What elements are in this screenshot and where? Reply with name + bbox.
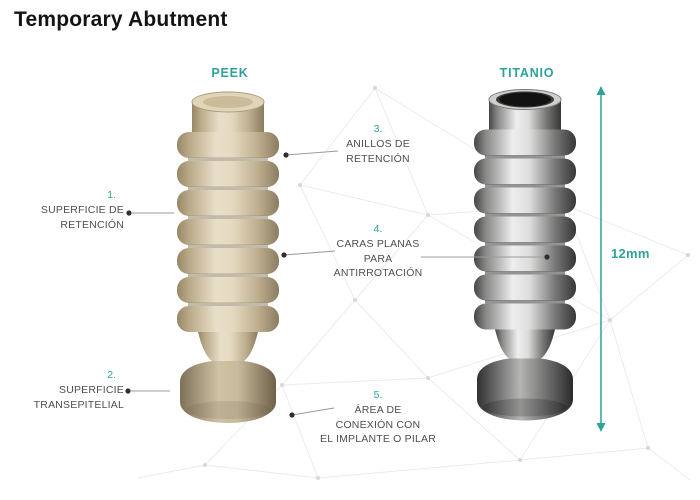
annotation-3-number: 3. bbox=[373, 123, 383, 135]
annotation-superficie-de-retencion: 1. SUPERFICIE DE RETENCIÓN bbox=[28, 188, 124, 232]
annotation-1-label: SUPERFICIE DE RETENCIÓN bbox=[40, 204, 124, 231]
annotation-anillos-de-retencion: 3. ANILLOS DE RETENCIÓN bbox=[318, 122, 438, 166]
height-measurement-label: 12mm bbox=[611, 246, 650, 261]
annotation-4-label: CARAS PLANAS PARA ANTIRROTACIÓN bbox=[333, 238, 423, 280]
annotation-superficie-transepitelial: 2. SUPERFICIE TRANSEPITELIAL bbox=[28, 368, 124, 412]
annotation-1-number: 1. bbox=[107, 189, 116, 201]
annotation-5-number: 5. bbox=[373, 389, 383, 401]
annotation-3-label: ANILLOS DE RETENCIÓN bbox=[346, 138, 410, 165]
annotation-2-label: SUPERFICIE TRANSEPITELIAL bbox=[33, 384, 124, 411]
material-label-titanio: TITANIO bbox=[499, 66, 555, 80]
peek-abutment-image bbox=[177, 91, 279, 423]
annotation-4-number: 4. bbox=[373, 223, 383, 235]
annotation-caras-planas-antirrotacion: 4. CARAS PLANAS PARA ANTIRROTACIÓN bbox=[318, 222, 438, 281]
annotation-area-de-conexion: 5. ÁREA DE CONEXIÓN CON EL IMPLANTE O PI… bbox=[303, 388, 453, 447]
material-label-peek: PEEK bbox=[211, 66, 249, 80]
titanio-abutment-image bbox=[474, 89, 576, 421]
annotation-5-label: ÁREA DE CONEXIÓN CON EL IMPLANTE O PILAR bbox=[319, 404, 437, 446]
page-title: Temporary Abutment bbox=[14, 8, 228, 31]
annotation-2-number: 2. bbox=[107, 369, 116, 381]
